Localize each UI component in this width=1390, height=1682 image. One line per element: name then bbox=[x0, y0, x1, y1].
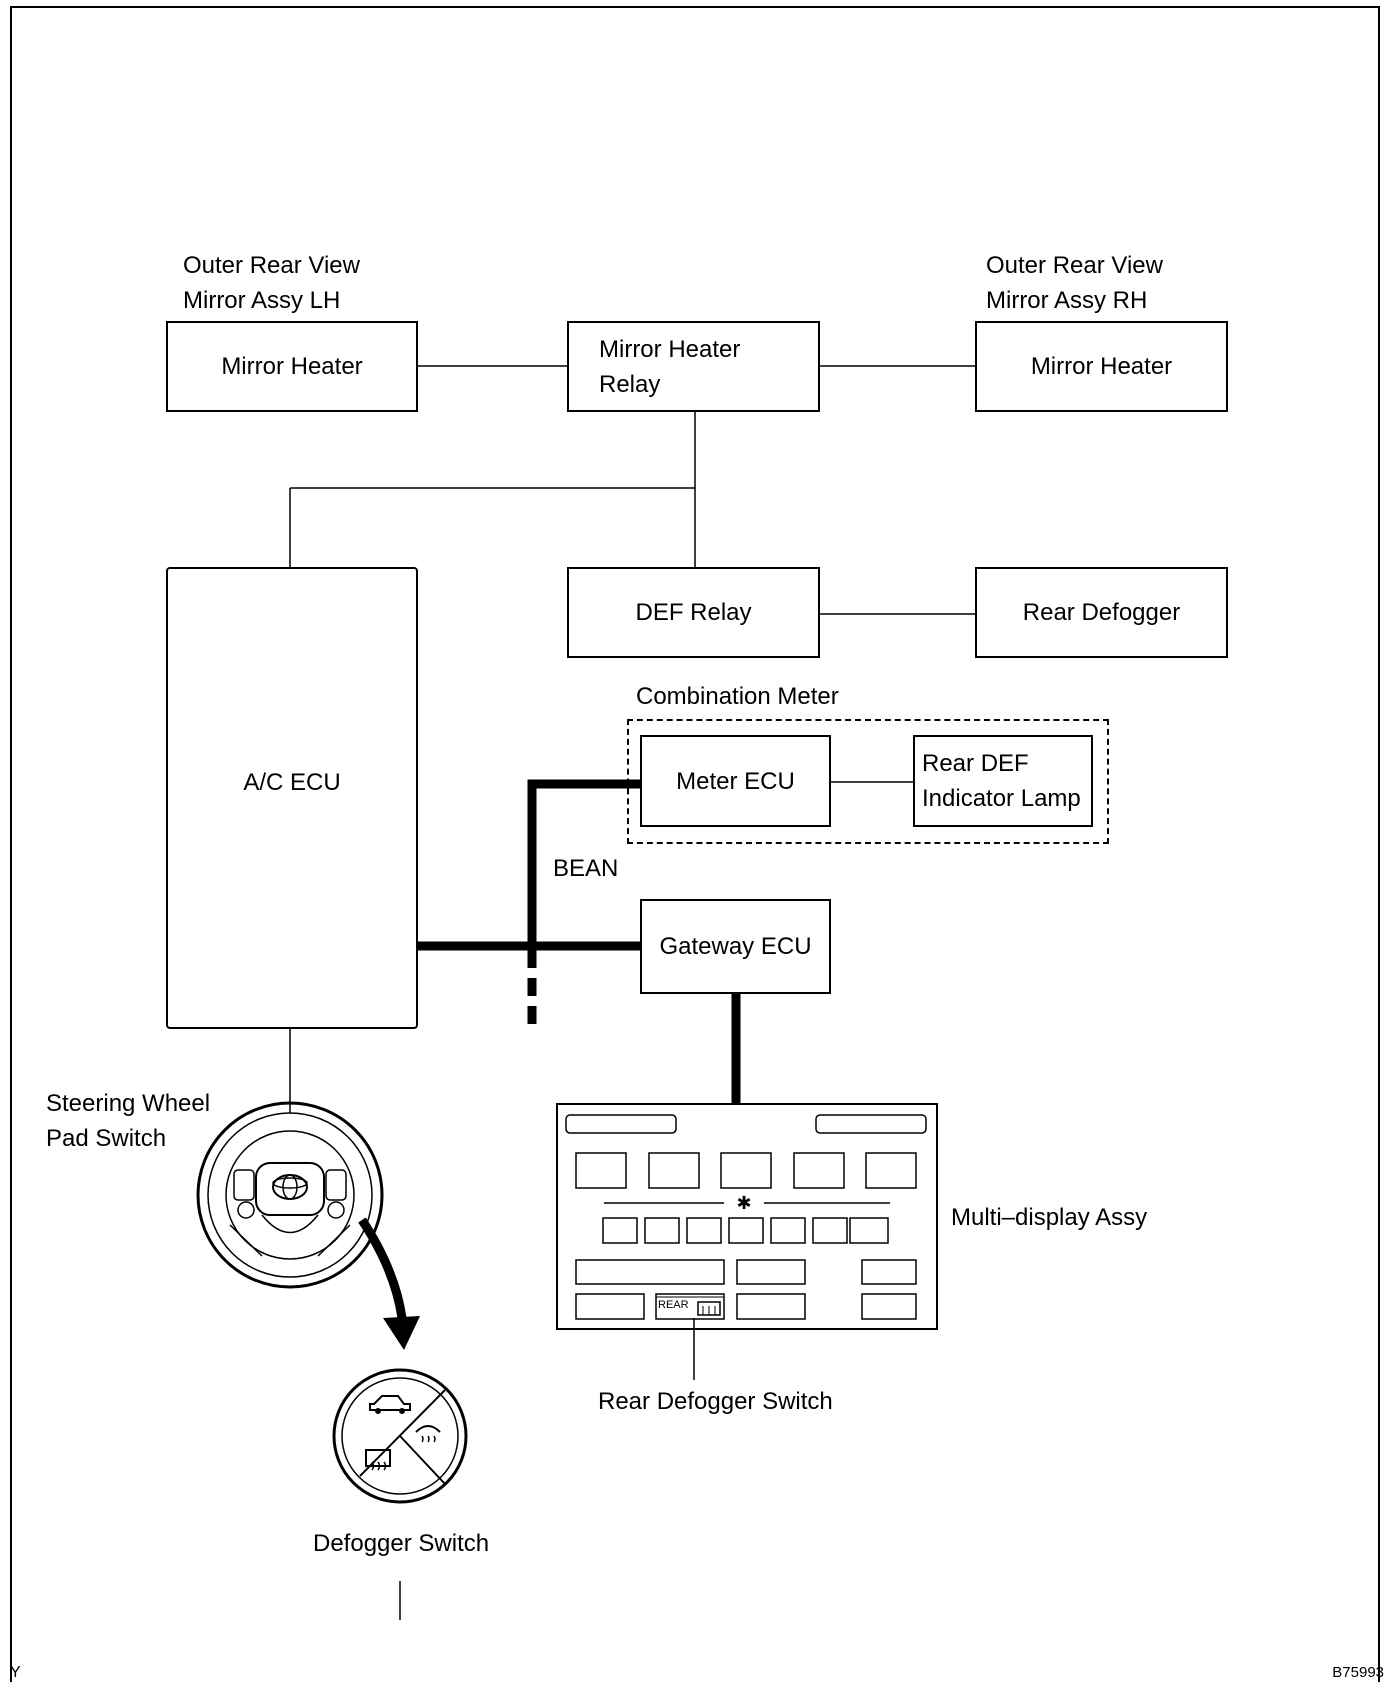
ac-ecu-text: A/C ECU bbox=[243, 769, 341, 796]
diagram-frame bbox=[10, 6, 1380, 1682]
rear-def-indicator-lamp-box: Rear DEF Indicator Lamp bbox=[913, 735, 1093, 827]
mirror-lh-title: Outer Rear View Mirror Assy LH bbox=[183, 252, 360, 314]
multi-display-label: Multi–display Assy bbox=[951, 1204, 1148, 1231]
svg-text:✱: ✱ bbox=[736, 1193, 751, 1214]
gateway-ecu-box: Gateway ECU bbox=[640, 899, 831, 994]
mirror-heater-rh-text: Mirror Heater bbox=[1030, 353, 1173, 380]
bean-bus bbox=[416, 779, 741, 1104]
mirror-rh-title: Outer Rear View Mirror Assy RH bbox=[986, 252, 1163, 314]
meter-ecu-text: Meter ECU bbox=[676, 767, 795, 795]
figure-id: B75993 bbox=[1332, 1664, 1384, 1681]
callout-arrow bbox=[358, 1217, 420, 1350]
ac-ecu-box: A/C ECU bbox=[166, 567, 418, 1029]
mirror-heater-lh-box: Mirror Heater bbox=[166, 321, 418, 412]
combination-meter-group bbox=[627, 719, 1109, 844]
defogger-switch-label: Defogger Switch bbox=[313, 1530, 490, 1557]
steering-pad-label: Steering Wheel Pad Switch bbox=[46, 1090, 211, 1152]
mirror-heater-relay-box: Mirror Heater Relay bbox=[567, 321, 820, 412]
rear-defogger-button-text: REAR bbox=[658, 1299, 689, 1311]
rear-defogger-switch-label: Rear Defogger Switch bbox=[598, 1388, 833, 1415]
rear-defogger-box: Rear Defogger bbox=[975, 567, 1228, 658]
def-relay-text: DEF Relay bbox=[635, 599, 752, 626]
def-relay-box: DEF Relay bbox=[567, 567, 820, 658]
mirror-heater-lh-text: Mirror Heater bbox=[221, 353, 363, 380]
mirror-heater-rh-box: Mirror Heater bbox=[975, 321, 1228, 412]
rear-def-indicator-lamp-text: Rear DEF Indicator Lamp bbox=[922, 750, 1081, 812]
gateway-ecu-text: Gateway ECU bbox=[659, 933, 812, 960]
combination-meter-label: Combination Meter bbox=[636, 683, 839, 710]
multi-display-panel: ✱ bbox=[556, 1103, 938, 1330]
footer-left-code: Y bbox=[10, 1664, 21, 1681]
mirror-heater-relay-text: Mirror Heater Relay bbox=[599, 335, 741, 398]
steering-wheel-icon bbox=[196, 1101, 384, 1289]
meter-ecu-box: Meter ECU bbox=[640, 735, 831, 827]
defogger-switch-icon bbox=[332, 1368, 468, 1504]
bean-label: BEAN bbox=[553, 855, 619, 882]
rear-defogger-text: Rear Defogger bbox=[1022, 599, 1181, 626]
thin-wires bbox=[289, 365, 976, 1620]
